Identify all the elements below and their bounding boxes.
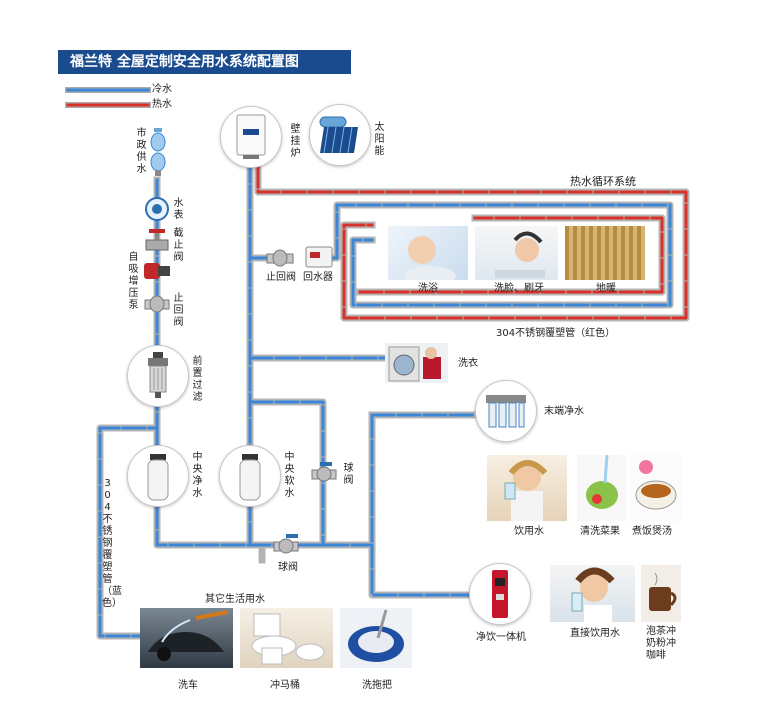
- return-device-label: 回水器: [303, 272, 333, 283]
- diagram-title: 福兰特 全屋定制安全用水系统配置图: [58, 50, 351, 74]
- water-meter-icon: [145, 197, 169, 221]
- tea-label: 泡茶冲奶粉冲咖啡: [646, 626, 676, 661]
- prefilter-circle: [127, 345, 189, 407]
- water-dispenser-icon: [492, 570, 508, 618]
- drinking-label: 饮用水: [514, 526, 544, 537]
- solar-circle: [309, 104, 371, 166]
- municipal-label: 市政供水: [136, 128, 147, 175]
- other-uses-title: 其它生活用水: [205, 594, 265, 605]
- check-valve-left-label: 止回阀: [173, 293, 184, 328]
- prefilter-label: 前置过滤: [192, 356, 203, 403]
- wall-boiler-label: 壁挂炉: [290, 124, 301, 159]
- central-purifier-circle: [127, 445, 189, 507]
- central-softener-label: 中央软水: [284, 452, 295, 499]
- wash-veg-label: 清洗菜果: [580, 526, 620, 537]
- tea-photo: [641, 565, 681, 622]
- solar-label: 太阳能: [374, 122, 385, 157]
- laundry-label: 洗衣: [458, 358, 478, 369]
- check-valve-left-icon: [144, 295, 170, 313]
- booster-pump-label: 自吸增压泵: [128, 252, 139, 311]
- booster-pump-icon: [144, 263, 170, 279]
- car-wash-photo: [140, 608, 233, 668]
- boiler-icon: [236, 114, 266, 159]
- water-bottle-icon: [150, 128, 166, 176]
- dispenser-label: 净饮一体机: [476, 632, 526, 643]
- wash-veg-photo: [577, 455, 627, 521]
- pipe-red-label: 304不锈钢覆塑管（红色）: [496, 328, 616, 339]
- pipe-blue-label: 304不锈钢覆塑管（蓝色）: [102, 478, 122, 609]
- cooking-label: 煮饭煲汤: [632, 526, 672, 537]
- wash-face-label: 洗脸、刷牙: [494, 283, 544, 294]
- direct-drink-label: 直接饮用水: [570, 628, 620, 639]
- car-wash-label: 洗车: [178, 680, 198, 691]
- hot-loop-label: 热水循环系统: [570, 175, 636, 188]
- laundry-photo: [385, 343, 448, 383]
- central-purifier-label: 中央净水: [192, 452, 203, 499]
- prefilter-icon: [148, 352, 168, 398]
- ro-purifier-icon: [486, 395, 526, 428]
- mop-photo: [340, 608, 412, 668]
- solar-heater-icon: [319, 116, 358, 154]
- purifier-tank-icon: [147, 454, 169, 501]
- bath-photo: [388, 226, 468, 280]
- ball-valve-bottom-label: 球阀: [278, 562, 298, 573]
- stop-valve-label: 截止阀: [173, 228, 184, 263]
- central-softener-circle: [219, 445, 281, 507]
- ball-valve-bottom-icon: [273, 534, 299, 554]
- check-valve-mid-icon: [266, 249, 294, 267]
- return-device-icon: [305, 246, 333, 268]
- water-meter-label: 水表: [173, 198, 184, 221]
- ball-valve-right-icon: [311, 462, 337, 482]
- ball-valve-right-label: 球阀: [343, 463, 354, 486]
- legend-cold-label: 冷水: [152, 84, 172, 95]
- legend-hot-label: 热水: [152, 99, 172, 110]
- drinking-photo: [487, 455, 567, 521]
- direct-drink-photo: [550, 565, 635, 622]
- wall-boiler-circle: [220, 106, 282, 168]
- cooking-photo: [630, 455, 682, 521]
- dispenser-circle: [469, 563, 531, 625]
- mop-label: 洗拖把: [362, 680, 392, 691]
- stop-valve-icon: [145, 229, 169, 251]
- floor-heating-photo: [565, 226, 645, 280]
- hot-pipes: [254, 161, 690, 322]
- softener-tank-icon: [239, 454, 261, 501]
- toilet-label: 冲马桶: [270, 680, 300, 691]
- check-valve-mid-label: 止回阀: [266, 272, 296, 283]
- cold-pipes: [96, 156, 674, 640]
- floor-heating-label: 地暖: [596, 283, 616, 294]
- wash-face-photo: [475, 226, 558, 280]
- toilet-photo: [240, 608, 333, 668]
- end-purifier-label: 末端净水: [544, 406, 584, 417]
- end-purifier-circle: [475, 380, 537, 442]
- bath-label: 洗浴: [418, 283, 438, 294]
